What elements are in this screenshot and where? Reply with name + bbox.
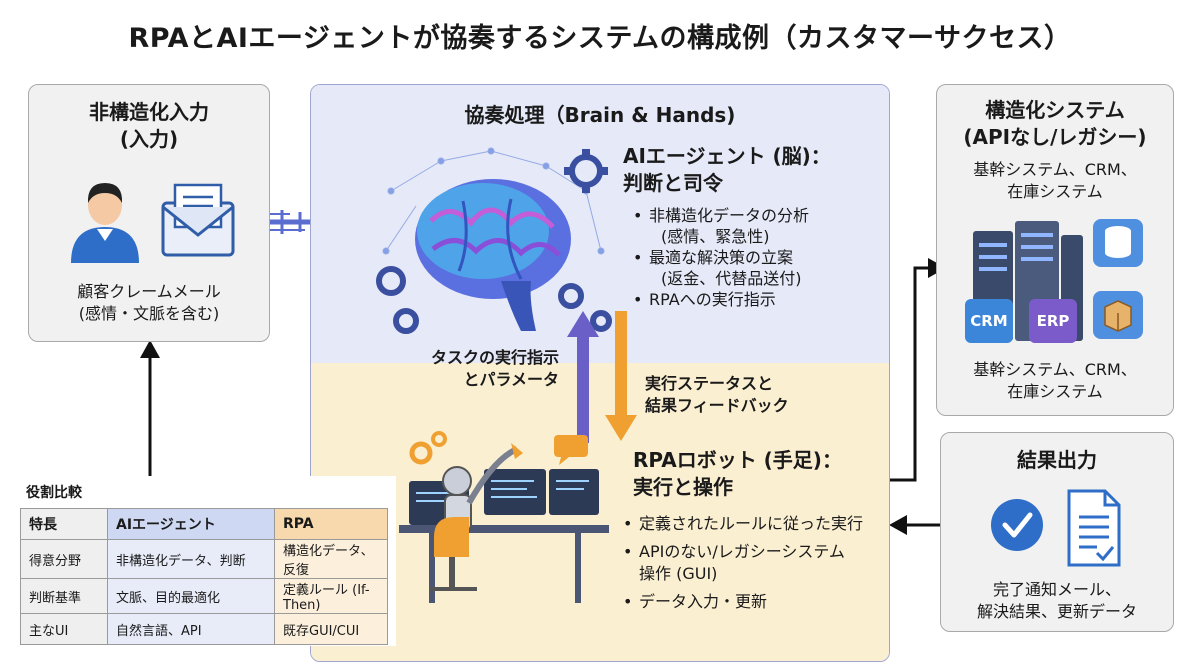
page-title: RPAとAIエージェントが協奏するシステムの構成例（カスタマーサクセス） (128, 23, 1072, 54)
structured-desc-top-line1: 基幹システム、CRM、 (973, 160, 1137, 179)
input-title-line2: (入力) (119, 127, 179, 151)
rpa-bullet: •APIのない/レガシーシステム (623, 542, 845, 561)
rpa-heading-line2: 実行と操作 (633, 475, 733, 499)
rpa-bullet: •定義されたルールに従った実行 (623, 514, 864, 533)
input-desc-line2: (感情・文脈を含む) (78, 304, 220, 323)
row-label: 得意分野 (20, 539, 108, 579)
ai-bullet-text: 最適な解決策の立案 (649, 248, 794, 267)
rpa-heading: RPAロボット (手足)： 実行と操作 (633, 447, 842, 501)
feedback-label: 実行ステータスと 結果フィードバック (645, 373, 789, 417)
header-rpa: RPA (274, 508, 388, 540)
ai-bullet-sub: (感情、緊急性) (661, 227, 770, 246)
chair-icon (429, 517, 477, 591)
input-desc-line1: 顧客クレームメール (77, 282, 221, 301)
row-rpa-cell: 定義ルール (If-Then) (274, 578, 388, 614)
center-panel-title: 協奏処理（Brain & Hands) (464, 103, 736, 127)
rpa-heading-line1: RPAロボット (手足)： (633, 448, 842, 472)
database-icon (1093, 219, 1143, 267)
comparison-section: 役割比較 特長 AIエージェント RPA 得意分野 非構造化データ、判断 構造化… (20, 476, 396, 646)
rpa-bullet-text: APIのない/レガシーシステム (639, 542, 845, 561)
feedback-label-line2: 結果フィードバック (645, 396, 789, 415)
person-and-mail-icons (71, 183, 235, 263)
ai-bullet-list: •非構造化データの分析 (感情、緊急性) •最適な解決策の立案 (返金、代替品送… (633, 205, 809, 310)
row-rpa-cell: 既存GUI/CUI (274, 613, 388, 645)
output-panel: 結果出力 完了通知メール、 解決結果、更新データ (940, 432, 1174, 632)
monitor-icons (409, 469, 599, 525)
input-description: 顧客クレームメール (感情・文脈を含む) (29, 281, 269, 325)
ai-heading-line2: 判断と司令 (623, 171, 723, 195)
ai-bullet-sub: (返金、代替品送付) (661, 269, 802, 288)
ai-bullet: •RPAへの実行指示 (633, 290, 776, 309)
ai-zone (311, 85, 889, 363)
table-row: 得意分野 非構造化データ、判断 構造化データ、反復 (20, 539, 388, 579)
structured-systems-panel: 構造化システム (APIなし/レガシー) 基幹システム、CRM、 在庫システム (936, 84, 1174, 416)
row-ai-cell: 自然言語、API (107, 613, 275, 645)
output-illustration (991, 489, 1121, 567)
row-label: 判断基準 (20, 578, 108, 614)
document-icon (1067, 489, 1121, 567)
structured-desc-bottom-line1: 基幹システム、CRM、 (973, 360, 1137, 379)
row-ai-cell: 文脈、目的最適化 (107, 578, 275, 614)
header-feature: 特長 (20, 508, 108, 540)
rpa-bullet-sub: 操作 (GUI) (639, 564, 718, 583)
instruction-down-arrow (605, 311, 637, 441)
table-row: 主なUI 自然言語、API 既存GUI/CUI (20, 613, 388, 645)
ai-bullet-text: RPAへの実行指示 (649, 290, 776, 309)
row-rpa-cell: 構造化データ、反復 (274, 539, 388, 579)
ai-bullet: •非構造化データの分析 (633, 206, 810, 225)
ai-bullet-text: 非構造化データの分析 (649, 206, 810, 225)
instruction-label-line1: タスクの実行指示 (430, 348, 559, 367)
structured-desc-bottom: 基幹システム、CRM、 在庫システム (937, 359, 1173, 403)
gear-and-chat-icons (409, 431, 588, 465)
structured-desc-bottom-line2: 在庫システム (1007, 382, 1103, 401)
instruction-label: タスクの実行指示 とパラメータ (393, 347, 559, 391)
table-row: 判断基準 文脈、目的最適化 定義ルール (If-Then) (20, 578, 388, 614)
structured-panel-title: 構造化システム (APIなし/レガシー) (937, 97, 1173, 151)
ai-heading-line1: AIエージェント (脳)： (623, 144, 831, 168)
rpa-zone (311, 363, 889, 661)
robot-illustration (399, 431, 609, 603)
rpa-bullet-list: •定義されたルールに従った実行 •APIのない/レガシーシステム 操作 (GUI… (623, 513, 863, 613)
rpa-bullet-text: データ入力・更新 (639, 592, 768, 611)
input-title-line1: 非構造化入力 (89, 100, 209, 124)
structured-title-line2: (APIなし/レガシー) (963, 125, 1147, 149)
header-ai: AIエージェント (107, 508, 275, 540)
output-panel-title: 結果出力 (1017, 448, 1097, 472)
structured-title-line1: 構造化システム (985, 98, 1125, 122)
email-icon (161, 183, 235, 257)
customer-icon (71, 183, 139, 263)
rpa-bullet: •データ入力・更新 (623, 592, 768, 611)
row-ai-cell: 非構造化データ、判断 (107, 539, 275, 579)
brain-illustration (376, 147, 612, 334)
desk-icon (399, 525, 609, 603)
center-panel: 協奏処理（Brain & Hands) (310, 84, 890, 662)
brain-icon (415, 179, 571, 331)
instruction-label-line2: とパラメータ (463, 370, 559, 389)
output-description: 完了通知メール、 解決結果、更新データ (941, 579, 1173, 623)
structured-desc-top-line2: 在庫システム (1007, 182, 1103, 201)
network-lines (382, 147, 605, 255)
exchange-arrows (567, 311, 637, 443)
rpa-bullet-text: 定義されたルールに従った実行 (639, 514, 864, 533)
input-panel-title: 非構造化入力 (入力) (29, 99, 269, 153)
box-icon (1093, 291, 1143, 339)
erp-badge: ERP (1029, 299, 1077, 343)
output-desc-line2: 解決結果、更新データ (976, 602, 1137, 621)
ai-bullet: •最適な解決策の立案 (633, 248, 794, 267)
comparison-caption: 役割比較 (26, 485, 82, 501)
input-panel: 非構造化入力 (入力) 顧客クレームメール (感情・文脈を含む) (28, 84, 270, 342)
ai-heading: AIエージェント (脳)： 判断と司令 (623, 143, 831, 197)
check-circle-icon (991, 499, 1043, 551)
feedback-label-line1: 実行ステータスと (645, 374, 774, 393)
status-up-arrow (567, 311, 599, 443)
row-label: 主なUI (20, 613, 108, 645)
structured-desc-top: 基幹システム、CRM、 在庫システム (937, 159, 1173, 203)
gear-teeth (564, 149, 608, 193)
comparison-header-row: 特長 AIエージェント RPA (20, 508, 388, 540)
comparison-table: 特長 AIエージェント RPA 得意分野 非構造化データ、判断 構造化データ、反… (20, 508, 388, 645)
crm-badge: CRM (965, 299, 1013, 343)
output-desc-line1: 完了通知メール、 (992, 580, 1121, 599)
